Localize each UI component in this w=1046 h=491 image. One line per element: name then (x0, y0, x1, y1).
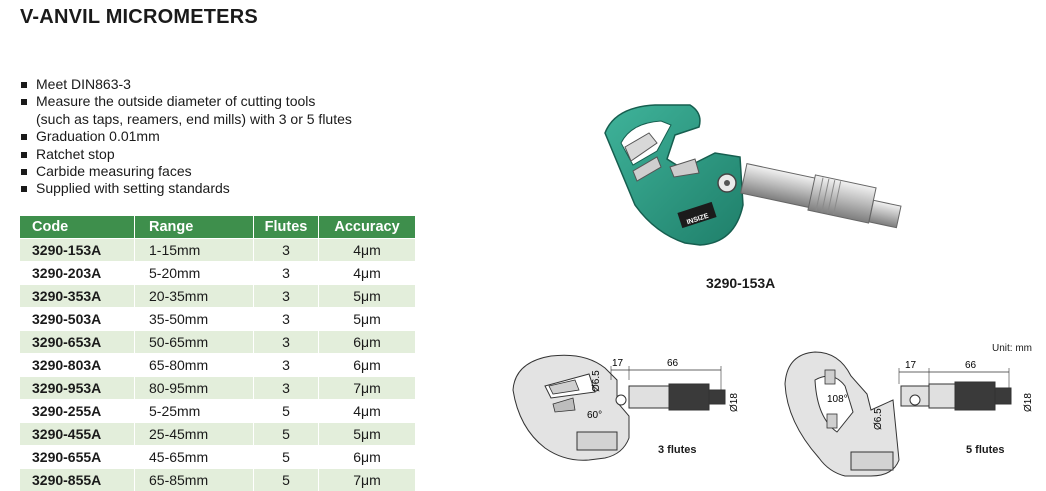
header-flutes: Flutes (254, 216, 319, 239)
dim-dia-anvil-3: Ø6.5 (591, 370, 602, 392)
cell-code: 3290-953A (20, 377, 135, 400)
cell-range: 50-65mm (135, 331, 254, 354)
cell-flutes: 5 (254, 446, 319, 469)
cell-code: 3290-855A (20, 469, 135, 491)
cell-range: 20-35mm (135, 285, 254, 308)
feature-item: Supplied with setting standards (20, 180, 352, 197)
cell-range: 80-95mm (135, 377, 254, 400)
drawing-3-flutes: 17 66 Ø18 Ø6.5 60° (505, 340, 745, 480)
header-accuracy: Accuracy (319, 216, 416, 239)
feature-item: Meet DIN863-3 (20, 76, 352, 93)
cell-accuracy: 6μm (319, 331, 416, 354)
cell-range: 5-25mm (135, 400, 254, 423)
dim-angle-5: 108° (827, 394, 848, 405)
cell-code: 3290-803A (20, 354, 135, 377)
cell-code: 3290-203A (20, 262, 135, 285)
caption-3-flutes: 3 flutes (658, 444, 697, 456)
cell-flutes: 5 (254, 400, 319, 423)
product-photo: INSIZE (575, 95, 915, 265)
feature-item: Measure the outside diameter of cutting … (20, 93, 352, 110)
cell-range: 35-50mm (135, 308, 254, 331)
cell-range: 25-45mm (135, 423, 254, 446)
header-range: Range (135, 216, 254, 239)
cell-flutes: 5 (254, 469, 319, 491)
cell-accuracy: 4μm (319, 239, 416, 262)
cell-accuracy: 6μm (319, 354, 416, 377)
cell-accuracy: 7μm (319, 377, 416, 400)
cell-flutes: 3 (254, 377, 319, 400)
dim-width-5: 17 (905, 360, 917, 371)
cell-code: 3290-455A (20, 423, 135, 446)
cell-flutes: 3 (254, 308, 319, 331)
caption-5-flutes: 5 flutes (966, 444, 1005, 456)
dim-dia-thimble-5: Ø18 (1023, 393, 1034, 412)
cell-flutes: 3 (254, 354, 319, 377)
cell-code: 3290-503A (20, 308, 135, 331)
dim-width-3: 17 (612, 358, 624, 369)
cell-flutes: 3 (254, 331, 319, 354)
page-title: V-ANVIL MICROMETERS (20, 6, 258, 29)
cell-accuracy: 5μm (319, 423, 416, 446)
cell-range: 1-15mm (135, 239, 254, 262)
cell-code: 3290-353A (20, 285, 135, 308)
feature-item: Carbide measuring faces (20, 163, 352, 180)
cell-code: 3290-153A (20, 239, 135, 262)
dim-dia-thimble-3: Ø18 (729, 393, 740, 412)
dim-angle-3: 60° (587, 410, 602, 421)
drawing-5-flutes: 17 66 Ø18 Ø6.5 108° (775, 340, 1041, 480)
cell-code: 3290-255A (20, 400, 135, 423)
header-code: Code (20, 216, 135, 239)
photo-caption: 3290-153A (706, 275, 775, 291)
cell-accuracy: 6μm (319, 446, 416, 469)
feature-item: Ratchet stop (20, 146, 352, 163)
cell-flutes: 3 (254, 262, 319, 285)
cell-flutes: 3 (254, 285, 319, 308)
dim-length-5: 66 (965, 360, 977, 371)
cell-accuracy: 4μm (319, 400, 416, 423)
cell-accuracy: 4μm (319, 262, 416, 285)
dim-dia-anvil-5: Ø6.5 (873, 408, 884, 430)
dim-length-3: 66 (667, 358, 679, 369)
cell-flutes: 3 (254, 239, 319, 262)
cell-flutes: 5 (254, 423, 319, 446)
feature-item: Graduation 0.01mm (20, 128, 352, 145)
feature-list: Meet DIN863-3 Measure the outside diamet… (20, 76, 352, 198)
cell-range: 45-65mm (135, 446, 254, 469)
cell-accuracy: 5μm (319, 285, 416, 308)
cell-accuracy: 7μm (319, 469, 416, 491)
table-header-row: Code Range Flutes Accuracy (20, 216, 415, 239)
feature-item-continued: (such as taps, reamers, end mills) with … (20, 111, 352, 128)
cell-code: 3290-655A (20, 446, 135, 469)
cell-range: 5-20mm (135, 262, 254, 285)
cell-code: 3290-653A (20, 331, 135, 354)
cell-range: 65-85mm (135, 469, 254, 491)
cell-accuracy: 5μm (319, 308, 416, 331)
cell-range: 65-80mm (135, 354, 254, 377)
